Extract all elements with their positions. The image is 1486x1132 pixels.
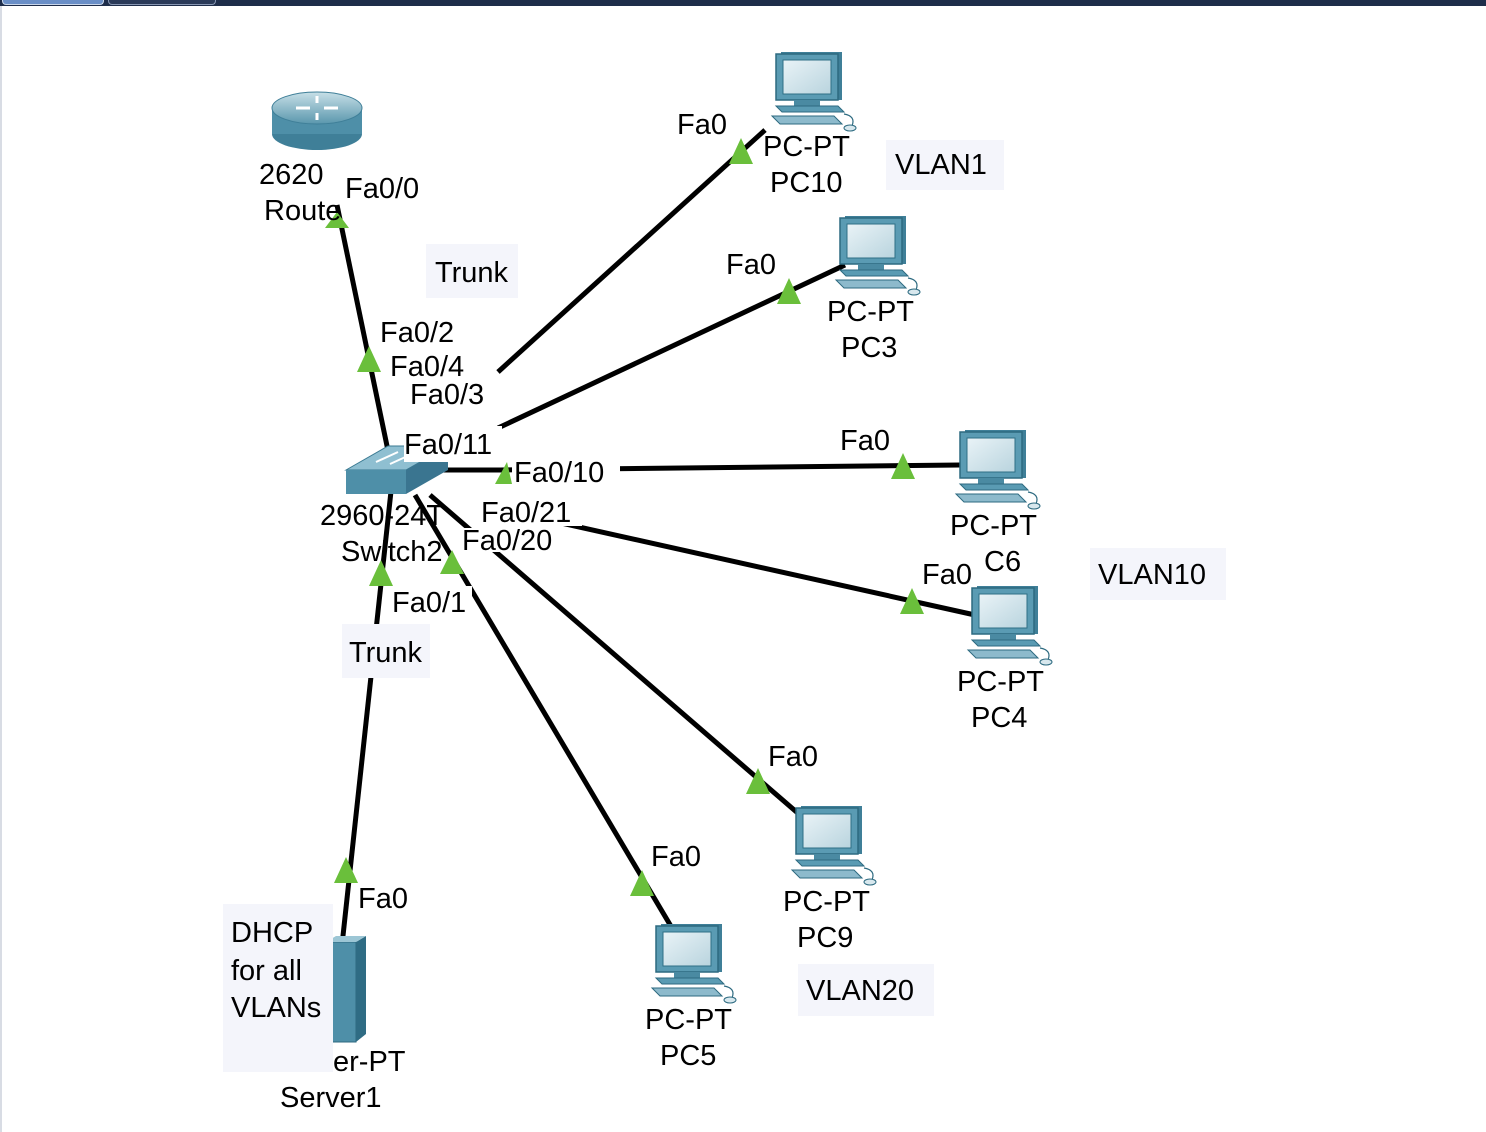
pc4-port-label: Fa0 — [922, 559, 972, 591]
toolbar-tab[interactable] — [108, 0, 216, 5]
dhcp-note-box — [223, 904, 333, 1072]
pc3-icon[interactable] — [835, 215, 921, 296]
server-port-label: Fa0 — [358, 883, 408, 915]
pc3-name-label: PC3 — [841, 332, 897, 364]
link-up-icon — [900, 588, 924, 614]
router-name-label: Route — [264, 195, 341, 227]
link-up-icon — [729, 138, 753, 164]
switch-port-label: Fa0/21 — [481, 497, 571, 529]
pc10-icon[interactable] — [771, 51, 857, 132]
router-port-label: Fa0/0 — [345, 173, 419, 205]
pc5-icon[interactable] — [651, 923, 737, 1004]
link-status-markers — [325, 138, 924, 896]
pc9-model-label: PC-PT — [783, 886, 870, 918]
switch-port-label: Fa0/4 — [390, 351, 464, 383]
vlan1-note: VLAN1 — [895, 149, 987, 181]
pc3-port-label: Fa0 — [726, 249, 776, 281]
port-label-masks — [390, 380, 620, 618]
link-up-icon — [440, 550, 464, 574]
pc4-icon[interactable] — [967, 585, 1053, 666]
switch-port-label: Fa0/2 — [380, 317, 454, 349]
toolbar-tab-active[interactable] — [2, 0, 104, 5]
link-up-icon — [746, 768, 770, 794]
trunk-note-top: Trunk — [435, 257, 509, 289]
link-up-icon — [325, 212, 349, 228]
pc5-model-label: PC-PT — [645, 1004, 732, 1036]
switch-port-label: Fa0/10 — [514, 457, 604, 489]
vlan20-note: VLAN20 — [806, 975, 914, 1007]
pc6-icon[interactable] — [955, 429, 1041, 510]
pc6-model-label: PC-PT — [950, 510, 1037, 542]
router-model-label: 2620 — [259, 159, 324, 191]
vlan10-note: VLAN10 — [1098, 559, 1206, 591]
pc10-port-label: Fa0 — [677, 109, 727, 141]
server-model-label: er-PT — [333, 1046, 406, 1078]
pc5-port-label: Fa0 — [651, 841, 701, 873]
link-router-switch[interactable] — [334, 204, 395, 471]
pc6-port-label: Fa0 — [840, 425, 890, 457]
dhcp-note-line: DHCP — [231, 917, 313, 949]
label-boxes — [342, 140, 1226, 1016]
router-icon[interactable] — [271, 91, 363, 150]
switch-name-label: Switch2 — [341, 536, 443, 568]
switch-port-label: Fa0/20 — [462, 525, 552, 557]
link-up-icon — [777, 278, 801, 304]
pc10-name-label: PC10 — [770, 167, 843, 199]
pc9-icon[interactable] — [791, 805, 877, 886]
switch-port-label: Fa0/11 — [404, 429, 492, 461]
link-up-icon — [495, 462, 512, 484]
pc3-model-label: PC-PT — [827, 296, 914, 328]
switch-port-label: Fa0/3 — [410, 379, 484, 411]
pc6-name-label: C6 — [984, 546, 1021, 578]
pc10-model-label: PC-PT — [763, 131, 850, 163]
trunk-note-bottom: Trunk — [349, 637, 423, 669]
link-up-icon — [369, 560, 393, 586]
link-up-icon — [630, 870, 654, 896]
server-name-label: Server1 — [280, 1082, 382, 1114]
link-switch-pc10[interactable] — [496, 128, 767, 374]
pc9-port-label: Fa0 — [768, 741, 818, 773]
dhcp-note-line: for all — [231, 955, 302, 987]
switch-model-label: 2960-24T — [320, 500, 444, 532]
pc5-name-label: PC5 — [660, 1040, 716, 1072]
link-up-icon — [891, 453, 915, 479]
window-header-bar — [0, 0, 1486, 6]
canvas-left-edge — [0, 6, 2, 1132]
link-up-icon — [334, 857, 358, 883]
pc9-name-label: PC9 — [797, 922, 853, 954]
link-up-icon — [357, 346, 381, 372]
pc4-name-label: PC4 — [971, 702, 1027, 734]
switch-port-label: Fa0/1 — [392, 587, 466, 619]
dhcp-note-line: VLANs — [231, 992, 321, 1024]
pc4-model-label: PC-PT — [957, 666, 1044, 698]
